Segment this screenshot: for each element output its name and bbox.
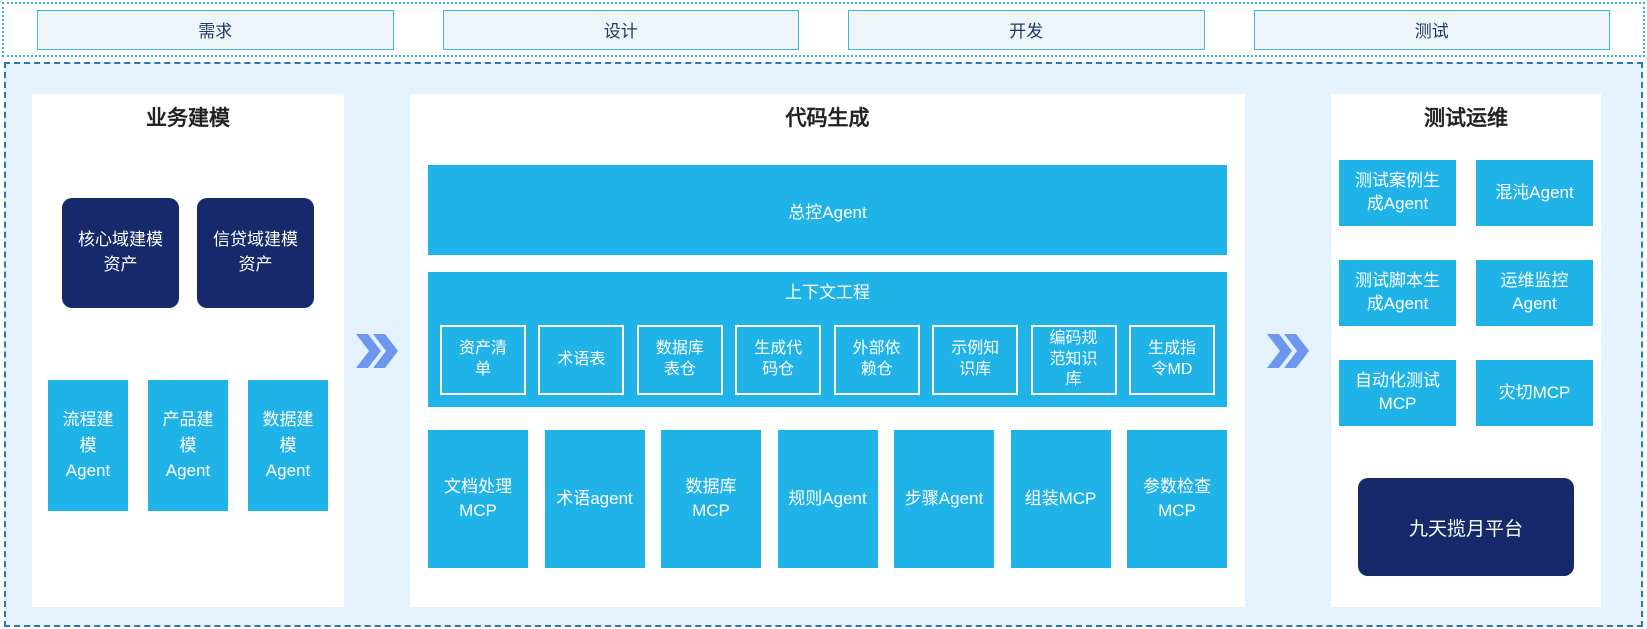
phase-box-design: 设计 [442, 9, 799, 50]
asset-box-credit-domain: 信贷域建模资产 [197, 198, 314, 308]
tool-box-terminology-agent: 术语agent [544, 430, 645, 568]
context-item-db-table-repo: 数据库表仓 [636, 325, 723, 395]
double-chevron-right-icon [356, 333, 398, 368]
asset-row: 核心域建模资产 信贷域建模资产 [32, 198, 344, 308]
phase-box-testing: 测试 [1253, 9, 1610, 50]
context-item-coding-standard-kb: 编码规范知识库 [1030, 325, 1117, 395]
phase-label: 设计 [603, 22, 638, 41]
ops-grid: 测试案例生成Agent 混沌Agent 测试脚本生成Agent 运维监控Agen… [1339, 160, 1593, 426]
phase-box-requirements: 需求 [37, 9, 394, 50]
ops-box-auto-test-mcp: 自动化测试MCP [1339, 360, 1456, 426]
tool-box-doc-processing-mcp: 文档处理MCP [428, 430, 528, 568]
context-item-glossary: 术语表 [538, 325, 625, 395]
context-engineering-block: 上下文工程 资产清单 术语表 数据库表仓 生成代码仓 外部依赖仓 示例知识库 编… [428, 272, 1227, 407]
tool-box-param-check-mcp: 参数检查MCP [1127, 430, 1227, 568]
section-title: 业务建模 [146, 107, 230, 130]
context-item-asset-list: 资产清单 [440, 325, 526, 395]
tool-box-database-mcp: 数据库MCP [661, 430, 761, 568]
context-item-external-deps-repo: 外部依赖仓 [833, 325, 920, 395]
flow-gap-left [344, 94, 410, 607]
ops-box-chaos-agent: 混沌Agent [1476, 160, 1593, 226]
phase-box-development: 开发 [848, 9, 1205, 50]
tool-row: 文档处理MCP 术语agent 数据库MCP 规则Agent 步骤Agent 组… [428, 430, 1227, 568]
agent-box-process-modeling: 流程建模Agent [48, 380, 128, 511]
tool-box-assembly-mcp: 组装MCP [1010, 430, 1111, 568]
ops-box-test-case-gen-agent: 测试案例生成Agent [1339, 160, 1456, 226]
tool-box-step-agent: 步骤Agent [894, 430, 994, 568]
asset-box-core-domain: 核心域建模资产 [62, 198, 179, 308]
flow-gap-right [1245, 94, 1331, 607]
context-item-row: 资产清单 术语表 数据库表仓 生成代码仓 外部依赖仓 示例知识库 编码规范知识库… [440, 325, 1215, 395]
phase-label: 需求 [198, 22, 233, 41]
double-chevron-right-icon [1267, 333, 1309, 368]
tool-box-rule-agent: 规则Agent [777, 430, 878, 568]
context-engineering-title: 上下文工程 [785, 283, 870, 302]
context-item-generated-code-repo: 生成代码仓 [735, 325, 822, 395]
ops-box-disaster-switch-mcp: 灾切MCP [1476, 360, 1593, 426]
section-test-ops: 测试运维 测试案例生成Agent 混沌Agent 测试脚本生成Agent 运维监… [1331, 94, 1601, 607]
section-title: 测试运维 [1424, 107, 1508, 130]
platform-box-jiutian-lanyue: 九天揽月平台 [1358, 478, 1574, 576]
agent-box-product-modeling: 产品建模Agent [148, 380, 228, 511]
phase-label: 测试 [1414, 22, 1449, 41]
ops-box-test-script-gen-agent: 测试脚本生成Agent [1339, 260, 1456, 326]
phase-label: 开发 [1009, 22, 1044, 41]
phase-strip: 需求 设计 开发 测试 [2, 2, 1645, 57]
section-code-generation: 代码生成 总控Agent 上下文工程 资产清单 术语表 数据库表仓 生成代码仓 … [410, 94, 1245, 607]
context-item-generation-instruction-md: 生成指令MD [1128, 325, 1215, 395]
ops-box-ops-monitor-agent: 运维监控Agent [1476, 260, 1593, 326]
section-title: 代码生成 [785, 107, 870, 130]
context-item-example-kb: 示例知识库 [932, 325, 1019, 395]
agent-box-data-modeling: 数据建模Agent [248, 380, 328, 511]
main-container: 业务建模 核心域建模资产 信贷域建模资产 流程建模Agent 产品建模Agent… [4, 62, 1643, 627]
section-business-modeling: 业务建模 核心域建模资产 信贷域建模资产 流程建模Agent 产品建模Agent… [32, 94, 344, 607]
master-agent-bar: 总控Agent [428, 165, 1227, 255]
modeling-agent-row: 流程建模Agent 产品建模Agent 数据建模Agent [32, 380, 344, 511]
